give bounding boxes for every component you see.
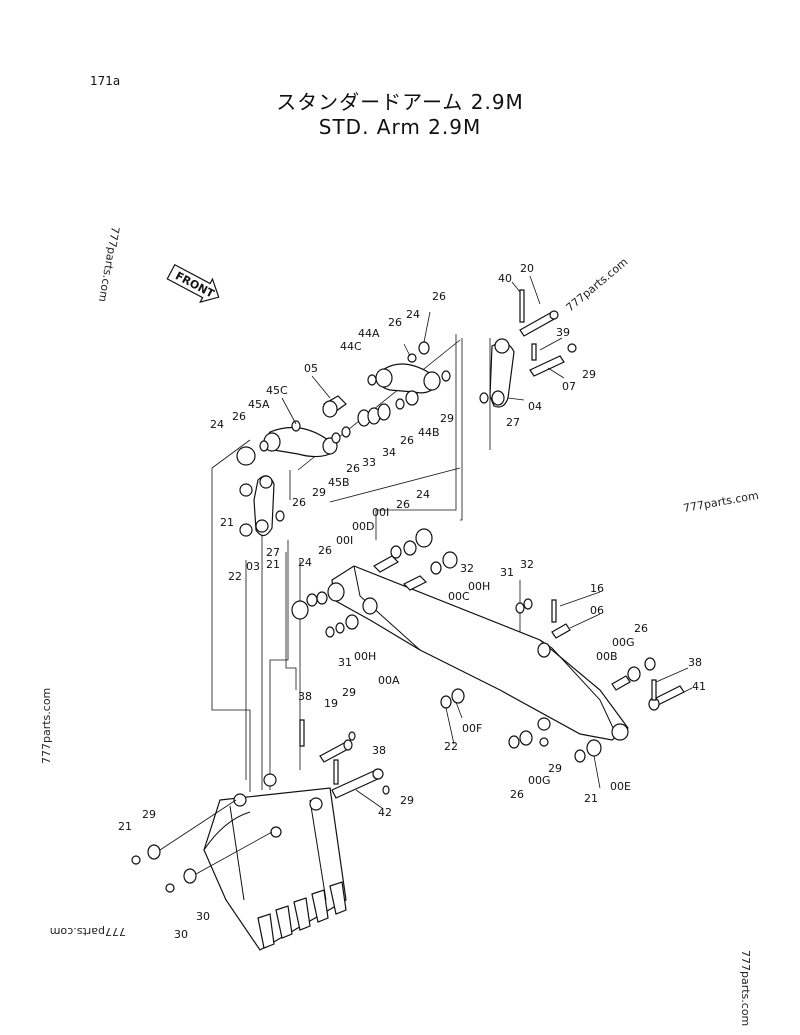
callout-48: 00H: [354, 650, 376, 663]
callout-7: 39: [556, 326, 570, 339]
callout-65: 29: [142, 808, 156, 821]
page-id: 171a: [90, 74, 121, 88]
center-pins-33-34: [331, 390, 419, 444]
upper-link: [367, 341, 451, 394]
bucket-pins: [299, 719, 390, 799]
upper-pins: [519, 289, 577, 377]
callout-51: 29: [342, 686, 356, 699]
callout-28: 00I: [372, 506, 389, 519]
callout-18: 44B: [418, 426, 440, 439]
callout-67: 30: [174, 928, 188, 941]
right-link: [479, 338, 515, 408]
callout-60: 00G: [528, 774, 551, 787]
callout-19: 26: [400, 434, 414, 447]
callout-40: 31: [500, 566, 514, 579]
callout-15: 04: [528, 400, 542, 413]
callout-66: 21: [118, 820, 132, 833]
callout-56: 00F: [462, 722, 482, 735]
callout-43: 06: [590, 604, 604, 617]
callout-11: 45C: [266, 384, 288, 397]
callout-34: 22: [228, 570, 242, 583]
callout-41: 32: [520, 558, 534, 571]
callout-55: 22: [444, 740, 458, 753]
watermark-2: 777parts.com: [682, 489, 759, 515]
left-link: [236, 420, 338, 466]
callout-6: 44C: [340, 340, 362, 353]
callout-53: 38: [372, 744, 386, 757]
callout-22: 26: [346, 462, 360, 475]
callout-38: 00H: [468, 580, 490, 593]
callout-49: 00A: [378, 674, 400, 687]
callout-57: 38: [298, 690, 312, 703]
callout-leaders: [281, 275, 693, 809]
callout-54: 41: [692, 680, 706, 693]
bucket-side-hardware: [131, 799, 273, 893]
callout-14: 24: [210, 418, 224, 431]
callout-36: 24: [298, 556, 312, 569]
callout-2: 26: [432, 290, 446, 303]
callout-16: 27: [506, 416, 520, 429]
callout-45: 00G: [612, 636, 635, 649]
watermark-0: 777parts.com: [96, 225, 122, 302]
bucket-teeth: [257, 881, 347, 949]
callout-39: 00C: [448, 590, 470, 603]
callout-31: 26: [318, 544, 332, 557]
callout-10: 07: [562, 380, 576, 393]
arm-bushings: [291, 528, 656, 763]
callout-69: 21: [266, 558, 280, 571]
callout-30: 00I: [336, 534, 353, 547]
callout-3: 24: [406, 308, 420, 321]
callout-12: 45A: [248, 398, 270, 411]
callout-5: 26: [388, 316, 402, 329]
callout-64: 42: [378, 806, 392, 819]
callout-46: 00B: [596, 650, 618, 663]
callout-0: 40: [498, 272, 512, 285]
page-title-english: STD. Arm 2.9M: [318, 115, 482, 139]
callout-24: 45B: [328, 476, 350, 489]
right-pins-38-41: [648, 679, 685, 711]
callout-8: 05: [304, 362, 318, 375]
callout-25: 26: [292, 496, 306, 509]
callout-23: 29: [312, 486, 326, 499]
callout-29: 00D: [352, 520, 374, 533]
callout-62: 21: [584, 792, 598, 805]
callout-4: 44A: [358, 327, 380, 340]
callout-42: 16: [590, 582, 604, 595]
callout-21: 34: [382, 446, 396, 459]
page-title-japanese: スタンダードアーム 2.9M: [276, 90, 524, 114]
callout-13: 26: [232, 410, 246, 423]
callout-35: 03: [246, 560, 260, 573]
callout-37: 32: [460, 562, 474, 575]
watermark-4: 777parts.com: [50, 925, 126, 938]
bracket-03: [239, 475, 285, 537]
bushing-05: [322, 395, 347, 418]
callout-52: 19: [324, 697, 338, 710]
callout-27: 26: [396, 498, 410, 511]
bucket: [203, 773, 347, 951]
front-arrow: FRONT: [166, 263, 220, 303]
callout-1: 20: [520, 262, 534, 275]
callout-63: 00E: [610, 780, 631, 793]
callout-68: 30: [196, 910, 210, 923]
callout-59: 26: [510, 788, 524, 801]
watermark-1: 777parts.com: [564, 255, 631, 314]
callout-50: 38: [688, 656, 702, 669]
callout-20: 33: [362, 456, 376, 469]
watermark-3: 777parts.com: [40, 688, 53, 764]
callout-26: 24: [416, 488, 430, 501]
callout-32: 21: [220, 516, 234, 529]
watermark-5: 777parts.com: [739, 950, 752, 1026]
arm-body-00A: [327, 565, 629, 741]
callout-61: 29: [400, 794, 414, 807]
callout-58: 29: [548, 762, 562, 775]
callout-44: 26: [634, 622, 648, 635]
callout-9: 29: [582, 368, 596, 381]
callout-33: 27: [266, 546, 280, 559]
callout-17: 29: [440, 412, 454, 425]
callout-47: 31: [338, 656, 352, 669]
